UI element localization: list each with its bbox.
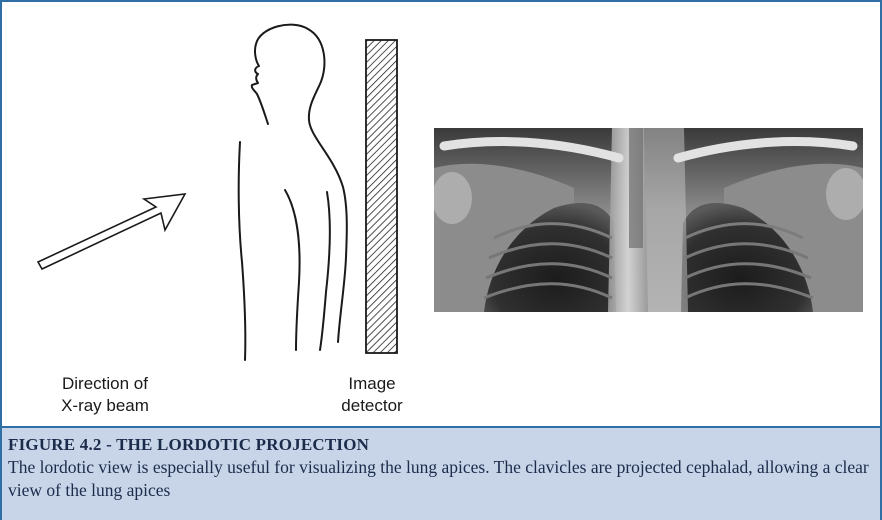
lordotic-diagram [2,2,432,372]
caption-title: FIGURE 4.2 - THE LORDOTIC PROJECTION [8,434,880,456]
beam-label-line-2: X-ray beam [30,395,180,417]
beam-direction-label: Direction of X-ray beam [30,373,180,417]
detector-label-line-2: detector [332,395,412,417]
beam-label-line-1: Direction of [30,373,180,395]
diagram-area: Direction of X-ray beam Image detector [2,2,880,426]
chest-xray-image [434,128,863,312]
beam-arrow-icon [38,194,185,269]
caption-text: The lordotic view is especially useful f… [8,456,876,502]
image-detector-icon [366,40,397,353]
detector-label-line-1: Image [332,373,412,395]
person-silhouette-icon [239,25,347,360]
image-detector-label: Image detector [332,373,412,417]
figure-caption: FIGURE 4.2 - THE LORDOTIC PROJECTION The… [2,426,880,520]
